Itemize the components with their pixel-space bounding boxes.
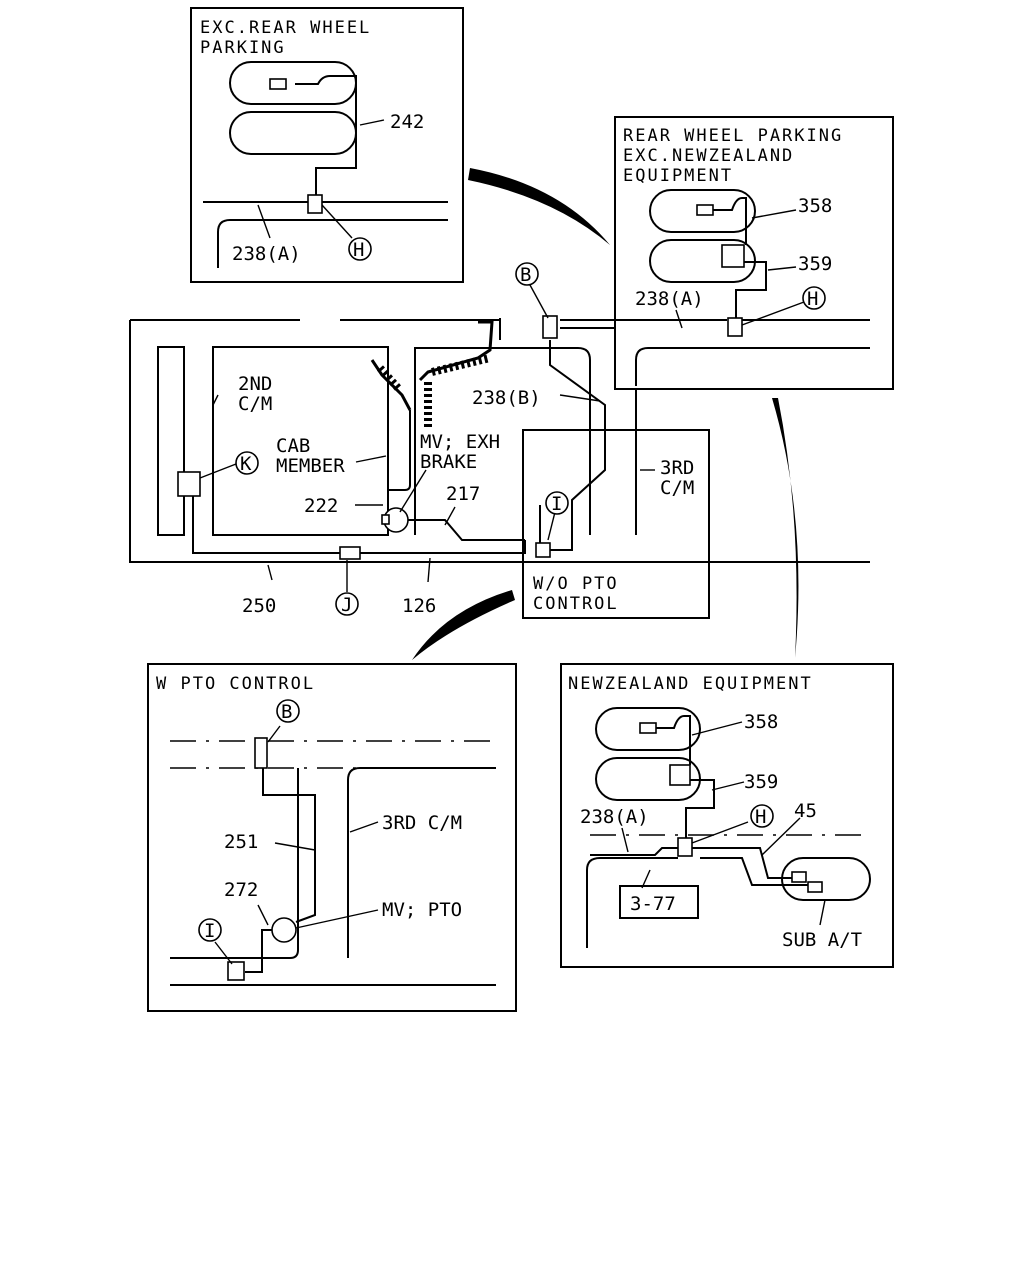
callout-h: H: [807, 288, 818, 310]
wo-pto-label: W/O PTO: [533, 574, 619, 594]
label-cab-member-2: MEMBER: [276, 455, 345, 477]
part-242: 242: [390, 111, 424, 133]
panel-title: EXC.REAR WHEEL: [200, 18, 371, 38]
wo-pto-box: [522, 429, 710, 619]
label-2nd-cm: 2ND: [238, 373, 272, 395]
svg-text:B: B: [520, 264, 531, 286]
panel-title-2: PARKING: [200, 38, 286, 58]
callout-arc-right: [772, 398, 799, 658]
callout-j: J: [335, 592, 359, 616]
front-crossmember: [157, 346, 185, 536]
label-2nd-cm-2: C/M: [238, 393, 272, 415]
part-126: 126: [402, 595, 436, 617]
label-sub-at: SUB A/T: [782, 929, 862, 951]
svg-text:K: K: [240, 453, 252, 475]
part-217: 217: [446, 483, 480, 505]
part-222: 222: [304, 495, 338, 517]
callout-i: I: [204, 920, 215, 942]
tee-i: [535, 542, 551, 558]
panel-newzealand-equipment: NEWZEALAND EQUIPMENT 358 359 238(A) 45 3…: [560, 663, 894, 968]
callout-arc-top: [468, 168, 610, 245]
part-238a: 238(A): [232, 243, 301, 265]
panel-exc-rear-wheel-parking: EXC.REAR WHEEL PARKING 242 238(A) H: [190, 7, 464, 283]
panel-title: REAR WHEEL PARKING: [623, 126, 843, 146]
part-251: 251: [224, 831, 258, 853]
panel-title: W PTO CONTROL: [156, 674, 315, 694]
part-250: 250: [242, 595, 276, 617]
part-238a: 238(A): [635, 288, 704, 310]
label-mv-pto: MV; PTO: [382, 899, 462, 921]
part-359: 359: [744, 771, 778, 793]
part-238a: 238(A): [580, 806, 649, 828]
tee-b: [542, 315, 558, 339]
callout-b: B: [281, 701, 292, 723]
svg-text:J: J: [341, 594, 352, 616]
panel-title-2: EXC.NEWZEALAND: [623, 146, 794, 166]
wo-pto-label-2: CONTROL: [533, 594, 619, 614]
callout-h: H: [353, 239, 364, 261]
callout-k: K: [235, 451, 259, 475]
union-j: [339, 546, 361, 560]
part-272: 272: [224, 879, 258, 901]
callout-h: H: [755, 806, 766, 828]
label-brake: BRAKE: [420, 451, 477, 473]
part-45: 45: [794, 800, 817, 822]
bracket-k: [177, 471, 201, 497]
callout-i-main: I: [545, 491, 569, 515]
part-358: 358: [744, 711, 778, 733]
label-3rd-cm-2: C/M: [660, 477, 694, 499]
callout-b-main: B: [515, 262, 539, 286]
label-mv-exh: MV; EXH: [420, 431, 500, 453]
label-cab-member: CAB: [276, 435, 310, 457]
label-3rd-cm: 3RD C/M: [382, 812, 462, 834]
panel-title: NEWZEALAND EQUIPMENT: [568, 674, 813, 694]
part-359: 359: [798, 253, 832, 275]
panel-w-pto-control: W PTO CONTROL 251 272 3RD C/M MV; PTO B …: [147, 663, 517, 1012]
second-crossmember: [212, 346, 389, 536]
part-238b: 238(B): [472, 387, 541, 409]
panel-rear-wheel-parking: REAR WHEEL PARKING EXC.NEWZEALAND EQUIPM…: [560, 116, 894, 390]
panel-title-3: EQUIPMENT: [623, 166, 733, 186]
reference-3-77: 3-77: [630, 893, 676, 915]
part-358: 358: [798, 195, 832, 217]
callout-arc-left: [412, 590, 515, 660]
svg-text:I: I: [551, 493, 562, 515]
label-3rd-cm: 3RD: [660, 457, 694, 479]
